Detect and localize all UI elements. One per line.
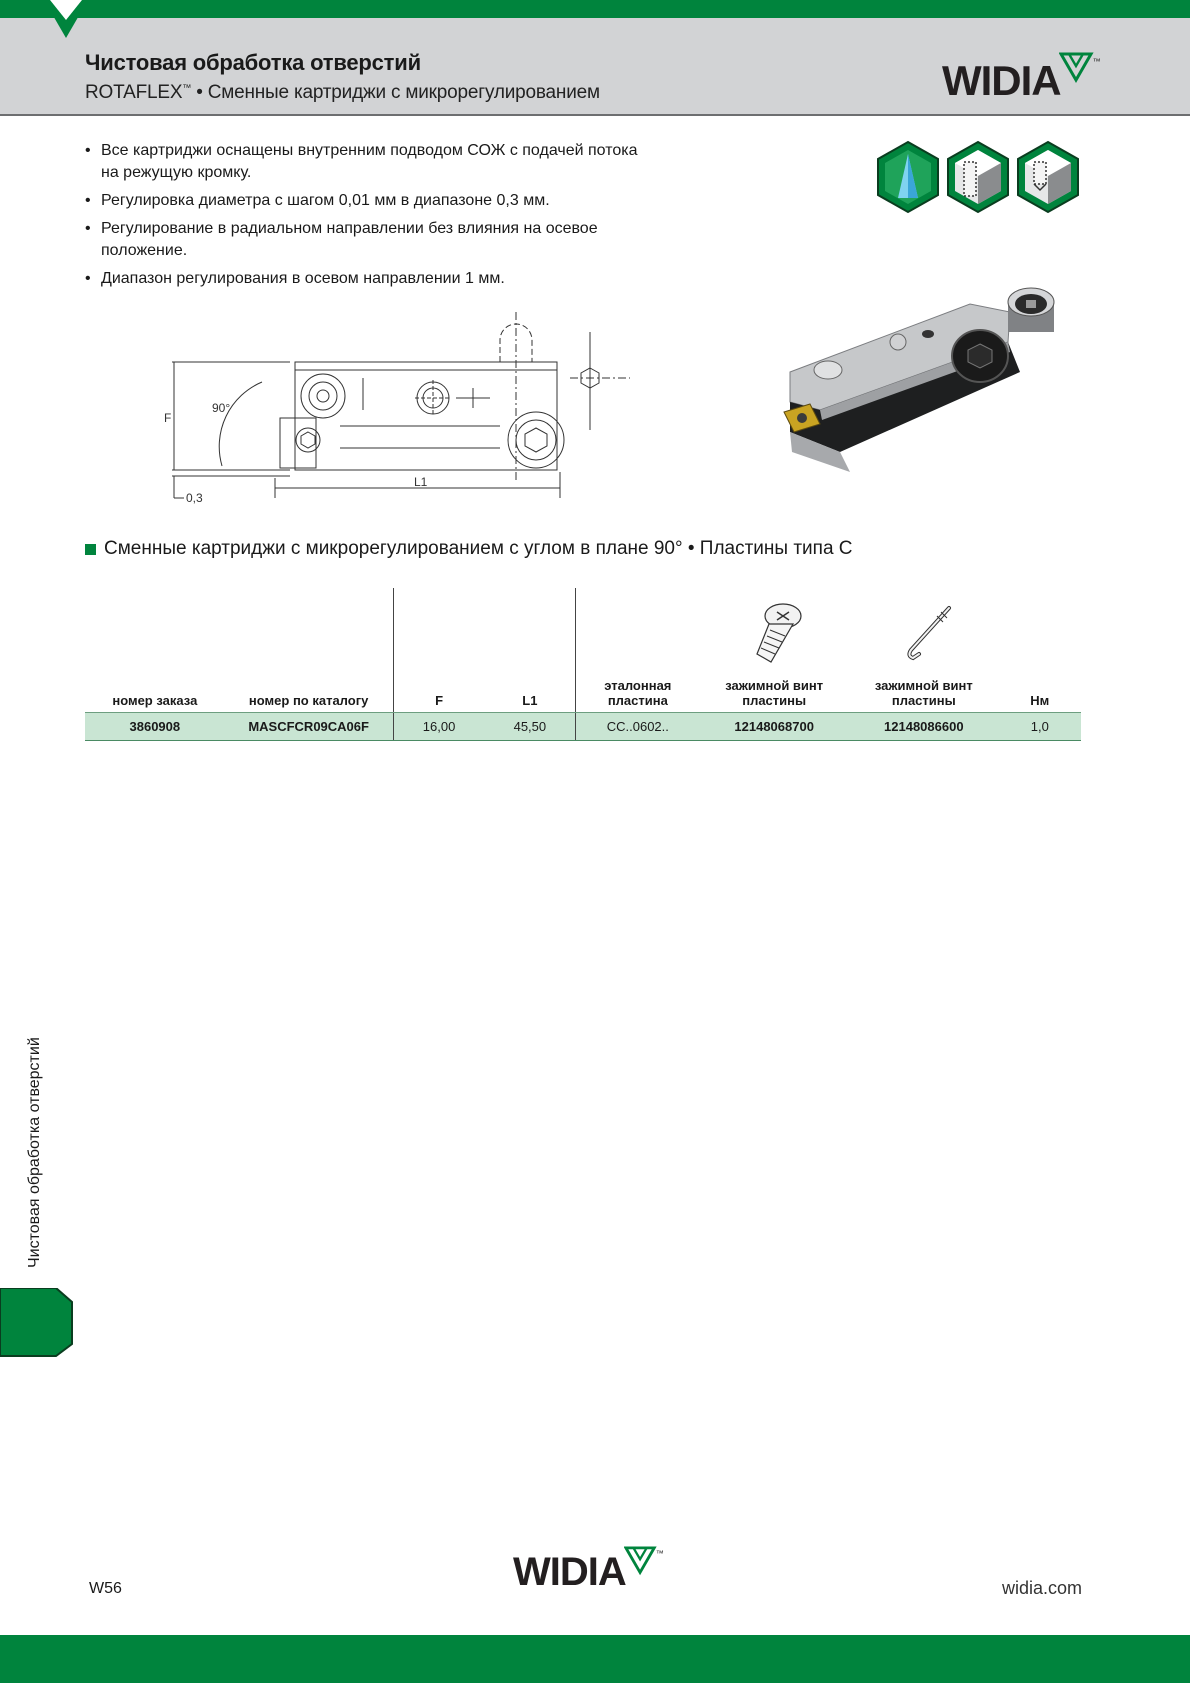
col-l1: L1 [484, 588, 577, 713]
col-screw-line1: зажимной винт [725, 678, 824, 693]
widia-triangle-icon [623, 1546, 657, 1576]
feature-list: Все картриджи оснащены внутренним подвод… [85, 140, 645, 296]
coolant-through-icon [877, 140, 939, 214]
cell-torque: 1,0 [998, 712, 1081, 741]
header-logo: WIDIA ™ [942, 52, 1101, 102]
table-header-row: номер заказа номер по каталогу F L1 этал… [85, 588, 1081, 713]
side-section-label: Чистовая обработка отверстий [26, 1037, 43, 1268]
section-heading: Сменные картриджи с микрорегулированием … [85, 538, 853, 560]
col-screw: зажимной винт пластины [699, 588, 849, 713]
subtitle-brand: ROTAFLEX [85, 82, 183, 103]
header-logo-trademark: ™ [1092, 57, 1101, 66]
blind-hole-icon [1017, 140, 1079, 214]
section-marker-icon [85, 543, 96, 555]
col-key-line2: пластины [891, 693, 956, 708]
col-insert-line1: эталонная [604, 678, 672, 693]
cell-f: 16,00 [393, 712, 485, 741]
torx-key-icon [907, 606, 951, 661]
bottom-green-band [0, 1635, 1190, 1683]
feature-item: Все картриджи оснащены внутренним подвод… [85, 140, 645, 184]
col-key: зажимной винт пластины [848, 588, 999, 713]
through-hole-icon [947, 140, 1009, 214]
screw-icon [756, 603, 802, 663]
col-torque: Нм [998, 588, 1081, 713]
col-catalog-number: номер по каталогу [224, 588, 394, 713]
drawing-label-offset: 0,3 [186, 491, 203, 505]
drawing-label-angle: 90° [212, 401, 230, 415]
website-link[interactable]: widia.com [1001, 1578, 1082, 1598]
page-header: Чистовая обработка отверстий ROTAFLEX™ •… [0, 18, 1190, 116]
footer-logo: WIDIA ™ [513, 1546, 664, 1592]
top-green-band [0, 0, 1190, 18]
widia-triangle-icon [1058, 52, 1094, 84]
side-section-tab[interactable] [0, 1288, 74, 1358]
header-logo-text: WIDIA [942, 57, 1062, 104]
feature-item: Регулировка диаметра с шагом 0,01 мм в д… [85, 190, 645, 212]
footer-logo-trademark: ™ [655, 1549, 664, 1558]
feature-item: Диапазон регулирования в осевом направле… [85, 268, 645, 290]
col-insert: эталонная пластина [575, 588, 700, 713]
cell-screw: 12148068700 [699, 712, 849, 741]
cell-l1: 45,50 [484, 712, 577, 741]
cell-key: 12148086600 [848, 712, 999, 741]
footer-logo-text: WIDIA [513, 1550, 627, 1594]
drawing-label-l1: L1 [414, 475, 428, 489]
spec-table: номер заказа номер по каталогу F L1 этал… [85, 588, 1081, 741]
table-row: 3860908 MASCFCR09CA06F 16,00 45,50 CC..0… [85, 712, 1081, 741]
cell-catalog-number: MASCFCR09CA06F [224, 712, 394, 741]
feature-item: Регулирование в радиальном направлении б… [85, 218, 645, 262]
subtitle-text: • Сменные картриджи с микрорегулирование… [191, 82, 600, 103]
page-subtitle: ROTAFLEX™ • Сменные картриджи с микрорег… [85, 82, 600, 104]
col-insert-line2: пластина [607, 693, 668, 708]
drawing-label-f: F [164, 411, 171, 425]
cartridge-technical-drawing: F 90° 0,3 L1 [164, 312, 630, 505]
col-order-number: номер заказа [85, 588, 225, 713]
col-screw-line2: пластины [742, 693, 807, 708]
col-f: F [393, 588, 485, 713]
cell-insert: CC..0602.. [575, 712, 700, 741]
feature-icons [876, 140, 1080, 214]
col-key-line1: зажимной винт [874, 678, 973, 693]
header-corner-tab-inner [50, 0, 82, 20]
cell-order-number: 3860908 [85, 712, 225, 741]
page-title: Чистовая обработка отверстий [85, 50, 421, 75]
cartridge-product-photo [783, 287, 1055, 472]
page-number: W56 [89, 1580, 122, 1597]
section-title: Сменные картриджи с микрорегулированием … [104, 538, 853, 559]
subtitle-trademark: ™ [182, 82, 192, 93]
